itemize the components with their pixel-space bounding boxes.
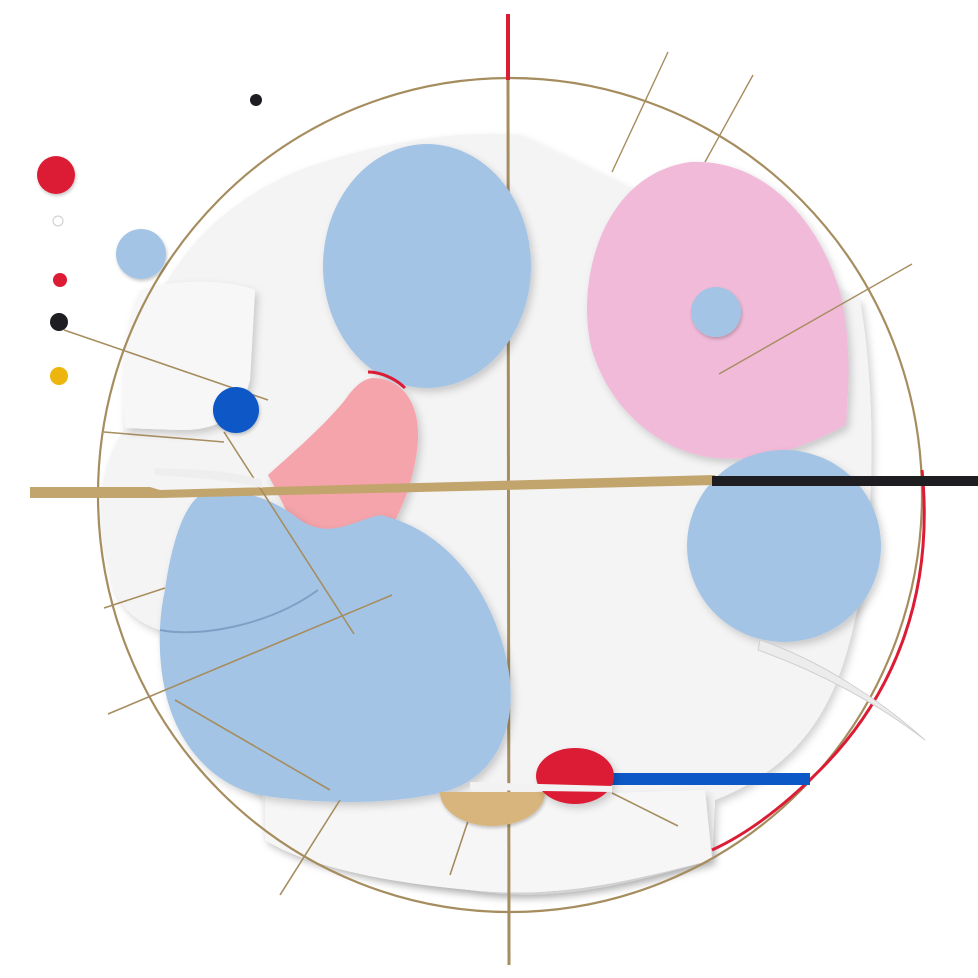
small-black-dot-top (250, 94, 262, 106)
blue-dot (213, 387, 259, 433)
red-oval (536, 748, 614, 804)
salmon-crescent-red-edge (367, 370, 407, 390)
white-dot-tiny (52, 215, 64, 227)
red-arc (711, 469, 926, 852)
wires-top-right (611, 51, 754, 173)
yellow-dot (50, 367, 68, 385)
right-blue-circle (687, 450, 881, 642)
red-dot-small (53, 273, 67, 287)
white-strip-right (757, 639, 926, 741)
horizontal-bar-black (712, 476, 978, 486)
lower-blue-blob-fold (159, 589, 319, 634)
horizontal-bar-gold (30, 475, 715, 498)
white-strip-left (155, 468, 262, 488)
white-strip-bottom (470, 782, 612, 792)
blue-bar (612, 773, 810, 785)
light-blue-dot (116, 229, 166, 279)
black-dot (50, 313, 68, 331)
red-dot-large (37, 156, 75, 194)
top-blue-oval (323, 144, 531, 388)
lower-blue-blob (159, 491, 511, 802)
paper-panel-bottom (265, 790, 712, 893)
wires-diagonal (63, 329, 679, 896)
tan-semicircle (440, 792, 545, 826)
small-dots-column (37, 94, 262, 385)
pink-wire (718, 263, 913, 375)
pink-inner-blue-dot (691, 287, 741, 337)
